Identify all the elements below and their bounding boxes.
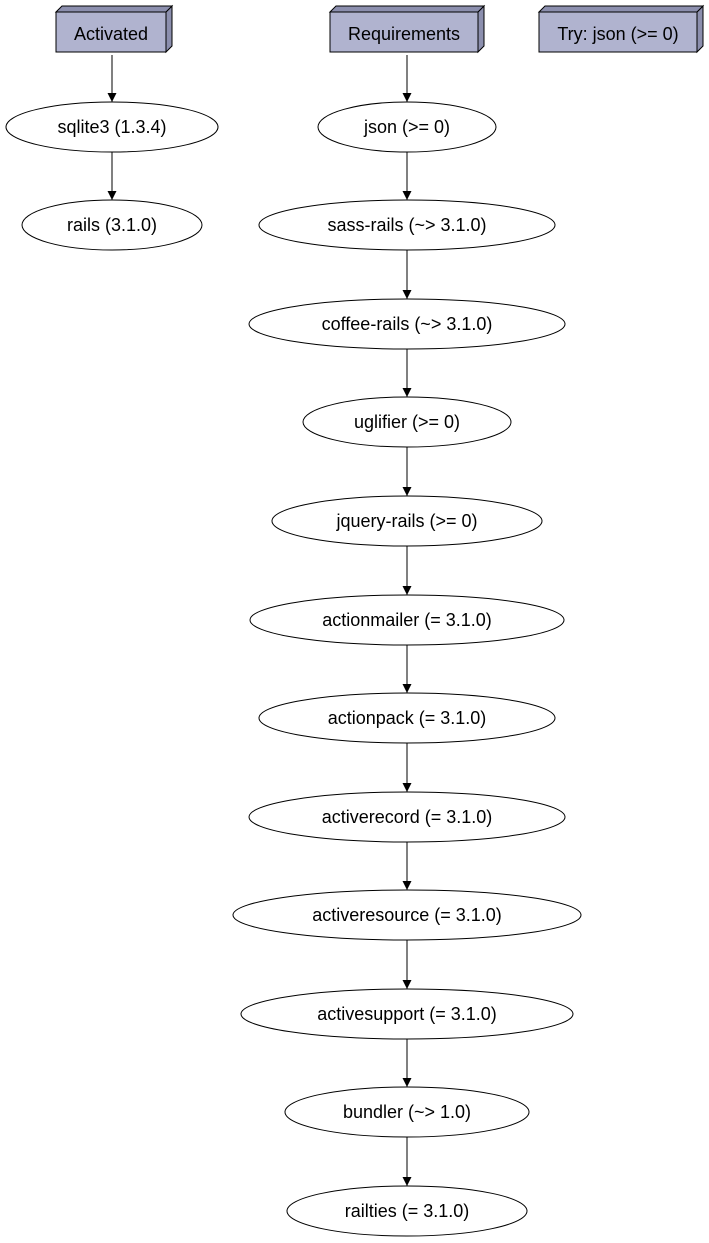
activated-header-label: Activated — [74, 24, 148, 44]
node-activesupport-label: activesupport (= 3.1.0) — [317, 1004, 497, 1024]
node-bundler-label: bundler (~> 1.0) — [343, 1102, 471, 1122]
node-uglifier: uglifier (>= 0) — [302, 396, 512, 448]
node-actionmailer-label: actionmailer (= 3.1.0) — [322, 610, 492, 630]
node-uglifier-label: uglifier (>= 0) — [354, 412, 460, 432]
node-bundler: bundler (~> 1.0) — [284, 1086, 530, 1138]
node-coffee-rails-label: coffee-rails (~> 3.1.0) — [322, 314, 493, 334]
node-jquery-rails-label: jquery-rails (>= 0) — [335, 511, 477, 531]
requirements-header-box: Requirements — [328, 4, 486, 54]
node-activerecord-label: activerecord (= 3.1.0) — [322, 807, 493, 827]
try-header-label: Try: json (>= 0) — [557, 24, 678, 44]
node-actionpack: actionpack (= 3.1.0) — [258, 692, 556, 744]
node-activeresource-label: activeresource (= 3.1.0) — [312, 905, 502, 925]
node-sqlite3: sqlite3 (1.3.4) — [5, 101, 219, 153]
node-activeresource: activeresource (= 3.1.0) — [232, 889, 582, 941]
node-sass-rails-label: sass-rails (~> 3.1.0) — [327, 215, 486, 235]
node-coffee-rails: coffee-rails (~> 3.1.0) — [248, 298, 566, 350]
try-header-box: Try: json (>= 0) — [537, 4, 705, 54]
activated-header-box: Activated — [54, 4, 174, 54]
node-rails: rails (3.1.0) — [21, 199, 203, 251]
node-actionpack-label: actionpack (= 3.1.0) — [328, 708, 487, 728]
node-sass-rails: sass-rails (~> 3.1.0) — [258, 199, 556, 251]
node-sqlite3-label: sqlite3 (1.3.4) — [57, 117, 166, 137]
node-railties: railties (= 3.1.0) — [286, 1185, 528, 1237]
node-json-label: json (>= 0) — [363, 117, 450, 137]
node-jquery-rails: jquery-rails (>= 0) — [271, 495, 543, 547]
node-rails-label: rails (3.1.0) — [67, 215, 157, 235]
requirements-header-label: Requirements — [348, 24, 460, 44]
node-railties-label: railties (= 3.1.0) — [345, 1201, 470, 1221]
node-json: json (>= 0) — [317, 101, 497, 153]
node-activerecord: activerecord (= 3.1.0) — [248, 791, 566, 843]
node-activesupport: activesupport (= 3.1.0) — [240, 988, 574, 1040]
node-actionmailer: actionmailer (= 3.1.0) — [249, 594, 565, 646]
